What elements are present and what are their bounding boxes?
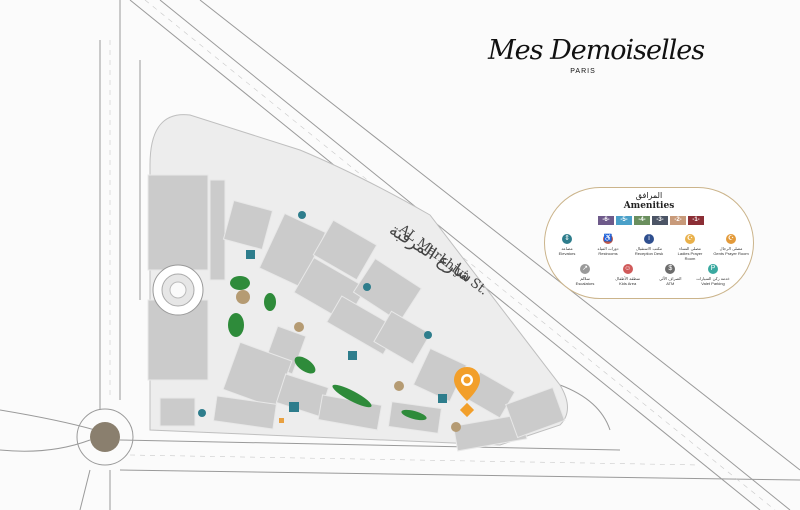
amenity-label-english: Reception Desk <box>634 251 664 256</box>
amenity-label-english: Gents Prayer Room <box>713 251 749 256</box>
map-markers <box>198 211 447 423</box>
ladies-prayer-icon: ☪ <box>685 234 695 244</box>
amenity-label-arabic: الصراف الآلي <box>659 276 682 281</box>
brand-logo: Mes Demoiselles PARIS <box>488 34 705 75</box>
amenity-label-english: Ladies Prayer Room <box>677 251 703 261</box>
amenity-label-arabic: مكتب الاستقبال <box>635 246 663 251</box>
gents-prayer-icon: ☪ <box>726 234 736 244</box>
amenity-label-english: Escalators <box>575 281 595 286</box>
brand-name: Mes Demoiselles <box>488 35 705 66</box>
plazas <box>236 290 461 432</box>
elevator-icon: ⇕ <box>562 234 572 244</box>
floor-button[interactable]: -1- <box>688 216 704 225</box>
amenity-label-arabic: مصاعد <box>561 246 573 251</box>
escalator-icon: ↗ <box>580 264 590 274</box>
amenities-title-arabic: المرافق <box>635 191 663 200</box>
amenity-label-arabic: دورات المياه <box>597 246 619 251</box>
road-centerlines <box>109 0 776 510</box>
amenity-label-arabic: منطقة الأطفال <box>615 276 641 281</box>
sw-roundabout <box>76 408 134 466</box>
amenity-label-arabic: مصلى النساء <box>679 246 701 251</box>
floor-button[interactable]: -6- <box>598 216 614 225</box>
brand-city: PARIS <box>570 68 596 75</box>
restroom-icon: ♿ <box>603 234 613 244</box>
amenities-legend: المرافق Amenities -6--5--4--3--2--1- ⇕ مص… <box>544 187 754 299</box>
location-pin-icon[interactable] <box>452 365 482 417</box>
amenity-label-arabic: خدمة ركن السيارات <box>696 276 730 281</box>
trees <box>228 276 427 421</box>
amenity-label-english: ATM <box>666 281 675 286</box>
floor-button[interactable]: -5- <box>616 216 632 225</box>
amenity-label-english: Restrooms <box>598 251 618 256</box>
amenities-title-english: Amenities <box>623 201 675 211</box>
amenity-label-english: Kids Area <box>619 281 637 286</box>
amenity-label-arabic: مصلى الرجال <box>719 246 743 251</box>
atm-icon: $ <box>665 264 676 274</box>
floor-selector: -6--5--4--3--2--1- <box>598 216 704 225</box>
roundabout <box>152 264 204 316</box>
valet-parking-icon: P <box>707 264 718 274</box>
kids-area-icon: ☺ <box>622 264 633 274</box>
info-icon: i <box>644 234 654 244</box>
sw-fountain <box>90 422 120 452</box>
floor-button[interactable]: -4- <box>634 216 650 225</box>
floor-button[interactable]: -2- <box>670 216 686 225</box>
floor-button[interactable]: -3- <box>652 216 668 225</box>
amenity-label-english: Elevators <box>558 251 576 256</box>
amenity-label-arabic: سلالم <box>580 276 590 281</box>
amenity-label-english: Valet Parking <box>701 281 725 286</box>
